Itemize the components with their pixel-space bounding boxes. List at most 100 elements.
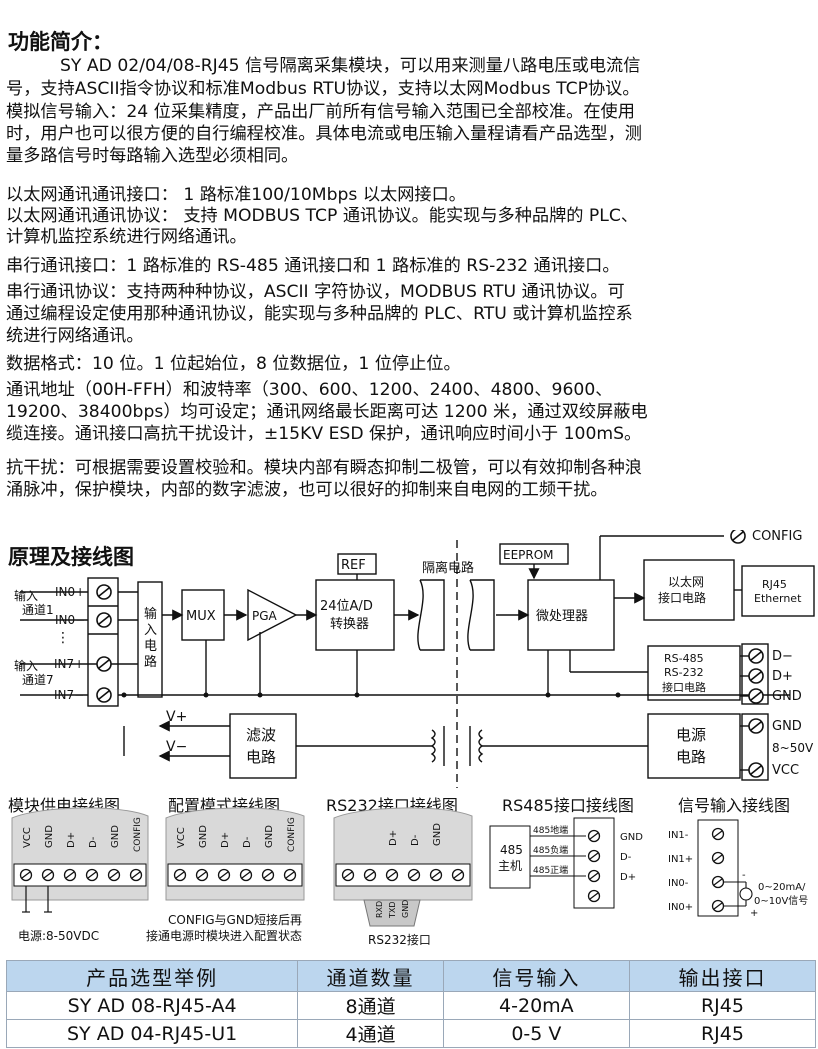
svg-text:GND: GND	[264, 825, 275, 848]
input-dots: ⋮	[56, 630, 70, 646]
svg-text:485地端: 485地端	[533, 824, 568, 836]
col-header-model: 产品选型举例	[5, 960, 299, 992]
config-label: CONFIG	[752, 530, 802, 544]
svg-text:转换器: 转换器	[330, 617, 369, 632]
mux-label: MUX	[186, 609, 216, 624]
svg-text:D-: D-	[620, 852, 632, 863]
svg-text:电路: 电路	[246, 748, 276, 766]
filter-box	[229, 713, 297, 779]
intro-line: 时，用户也可以很方便的自行编程校准。具体电流或电压输入量程请看产品选型，测	[6, 124, 642, 144]
term-in7p: IN7+	[54, 657, 84, 671]
svg-text:GND: GND	[110, 825, 121, 848]
svg-text:485: 485	[500, 843, 523, 857]
in-ch7-label-1: 输入	[14, 658, 38, 673]
table-row: SY AD 08-RJ45-A4 8通道 4-20mA RJ45	[5, 991, 817, 1020]
svg-text:485正端: 485正端	[533, 864, 568, 876]
svg-text:电路: 电路	[676, 748, 706, 766]
pga-triangle	[247, 588, 298, 642]
intro-line: 串行通讯接口：1 路标准的 RS-485 通讯接口和 1 路标准的 RS-232…	[6, 256, 620, 276]
serial-terminal-strip	[741, 643, 769, 705]
serial-circuit-box	[647, 645, 741, 701]
svg-text:VCC: VCC	[772, 763, 799, 778]
input-circuit-box	[137, 581, 163, 698]
config-note-2: 接通电源时模块进入配置状态	[146, 928, 302, 943]
intro-line: 量多路信号时每路输入选型必须相同。	[6, 146, 299, 166]
svg-text:CONFIG: CONFIG	[133, 817, 143, 852]
ethernet-circuit-box	[643, 559, 735, 621]
svg-text:RJ45: RJ45	[762, 578, 787, 591]
svg-text:电源: 电源	[676, 726, 706, 744]
power-terminal-strip	[741, 713, 769, 781]
term-in0m: IN0−	[55, 613, 85, 627]
svg-text:485负端: 485负端	[533, 844, 568, 856]
svg-text:-: -	[742, 870, 746, 881]
svg-text:D−: D−	[772, 649, 793, 664]
power-note: 电源:8-50VDC	[18, 929, 99, 943]
svg-text:以太网: 以太网	[668, 574, 704, 589]
svg-text:IN1-: IN1-	[668, 830, 689, 841]
svg-text:RS-485: RS-485	[664, 652, 704, 665]
in-ch1-label-2: 通道1	[22, 603, 54, 617]
svg-text:Ethernet: Ethernet	[754, 592, 802, 605]
svg-text:24位A/D: 24位A/D	[320, 599, 373, 614]
vplus-label: V+	[166, 709, 187, 725]
svg-text:D+: D+	[772, 669, 793, 684]
svg-text:D-: D-	[88, 836, 99, 848]
svg-text:+: +	[750, 908, 758, 919]
vminus-label: V−	[166, 739, 187, 755]
svg-text:CONFIG: CONFIG	[287, 817, 297, 852]
svg-text:主机: 主机	[498, 859, 522, 873]
svg-text:GND: GND	[432, 823, 443, 846]
isolation-label: 隔离电路	[422, 560, 474, 576]
term-in0p: IN0+	[55, 585, 85, 599]
svg-text:0~10V信号: 0~10V信号	[754, 895, 808, 907]
in-ch7-label-2: 通道7	[22, 673, 54, 687]
intro-line: 号，支持ASCII指令协议和标准Modbus RTU协议，支持以太网Modbus…	[6, 79, 640, 99]
intro-line: 以太网通讯通讯接口： 1 路标准100/10Mbps 以太网接口。	[6, 185, 466, 205]
intro-line: SY AD 02/04/08-RJ45 信号隔离采集模块，可以用来测量八路电压或…	[60, 56, 641, 76]
intro-line: 数据格式：10 位。1 位起始位，8 位数据位，1 位停止位。	[6, 354, 461, 374]
svg-text:GND: GND	[198, 825, 209, 848]
intro-line: 通讯地址（00H-FFH）和波特率（300、600、1200、2400、4800…	[6, 380, 613, 400]
power-circuit-box	[647, 713, 741, 779]
eeprom-label: EEPROM	[503, 548, 554, 562]
intro-line: 涌脉冲，保护模块，内部的数字滤波，也可以很好的抑制来自电网的工频干扰。	[6, 480, 608, 500]
col-header-signal: 信号输入	[442, 960, 630, 992]
intro-line: 模拟信号输入：24 位采集精度，产品出厂前所有信号输入范围已全部校准。在使用	[6, 102, 635, 122]
svg-text:VCC: VCC	[176, 827, 187, 848]
term-in7m: IN7−	[54, 688, 84, 702]
svg-text:GND: GND	[772, 719, 802, 734]
svg-text:IN0-: IN0-	[668, 878, 689, 889]
intro-line: 抗干扰：可根据需要设置校验和。模块内部有瞬态抑制二极管，可以有效抑制各种浪	[6, 458, 642, 478]
svg-text:IN0+: IN0+	[668, 902, 693, 913]
svg-text:D-: D-	[242, 836, 253, 848]
mcu-box	[527, 579, 615, 651]
wiring-title-rs485: RS485接口接线图	[502, 796, 634, 815]
wiring-title-signal: 信号输入接线图	[678, 796, 791, 815]
config-note-1: CONFIG与GND短接后再	[168, 912, 302, 927]
table-row: SY AD 04-RJ45-U1 4通道 0-5 V RJ45	[5, 1019, 817, 1048]
svg-text:RS-232: RS-232	[664, 666, 704, 679]
svg-text:GND: GND	[44, 825, 55, 848]
ref-label: REF	[341, 558, 366, 573]
col-header-channels: 通道数量	[297, 960, 444, 992]
svg-text:GND: GND	[401, 900, 410, 918]
in-ch1-label-1: 输入	[14, 588, 38, 603]
svg-text:GND: GND	[772, 689, 802, 704]
svg-text:入: 入	[144, 623, 157, 638]
svg-text:GND: GND	[620, 832, 643, 843]
input-terminal-strip	[87, 577, 119, 707]
intro-title: 功能简介：	[8, 30, 113, 54]
product-selection-table: 产品选型举例 通道数量 信号输入 输出接口 SY AD 08-RJ45-A4 8…	[5, 960, 817, 1048]
wiring-diagrams: VCC GND D+ D- GND CONFIG 电源:8-50VDC VCC …	[11, 807, 808, 947]
svg-text:8~50V: 8~50V	[772, 741, 814, 755]
svg-text:路: 路	[144, 654, 157, 670]
svg-text:TXD: TXD	[388, 901, 397, 919]
diagram-title: 原理及接线图	[8, 545, 134, 569]
intro-line: 19200、38400bps）均可设定；通讯网络最长距离可达 1200 米，通过…	[6, 402, 648, 422]
adc-box	[315, 579, 395, 651]
svg-text:VCC: VCC	[22, 827, 33, 848]
svg-text:D+: D+	[620, 872, 636, 883]
rs232-note: RS232接口	[368, 932, 431, 947]
svg-text:接口电路: 接口电路	[662, 681, 706, 694]
